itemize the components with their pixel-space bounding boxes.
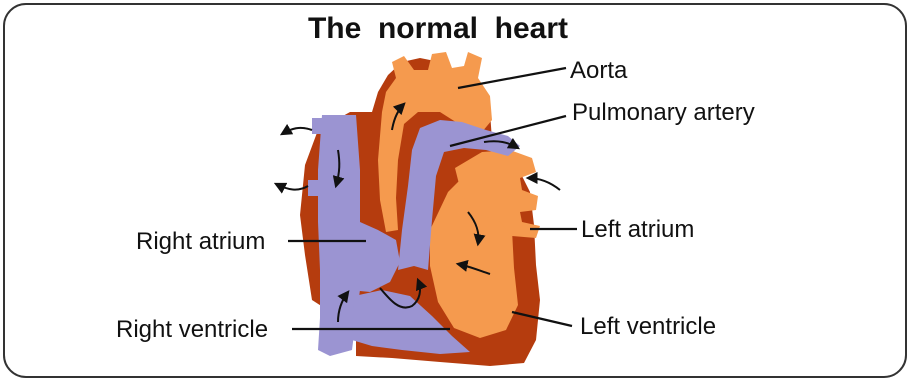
label-aorta: Aorta	[570, 57, 628, 84]
label-pulmonary-artery: Pulmonary artery	[572, 99, 755, 126]
vein-stub-lower	[308, 180, 322, 196]
label-left-ventricle: Left ventricle	[580, 313, 716, 340]
label-left-atrium: Left atrium	[581, 216, 694, 243]
diagram-title: The normal heart	[308, 12, 568, 45]
label-right-ventricle: Right ventricle	[116, 316, 268, 343]
vein-stub-upper	[312, 118, 326, 134]
label-right-atrium: Right atrium	[136, 228, 265, 255]
